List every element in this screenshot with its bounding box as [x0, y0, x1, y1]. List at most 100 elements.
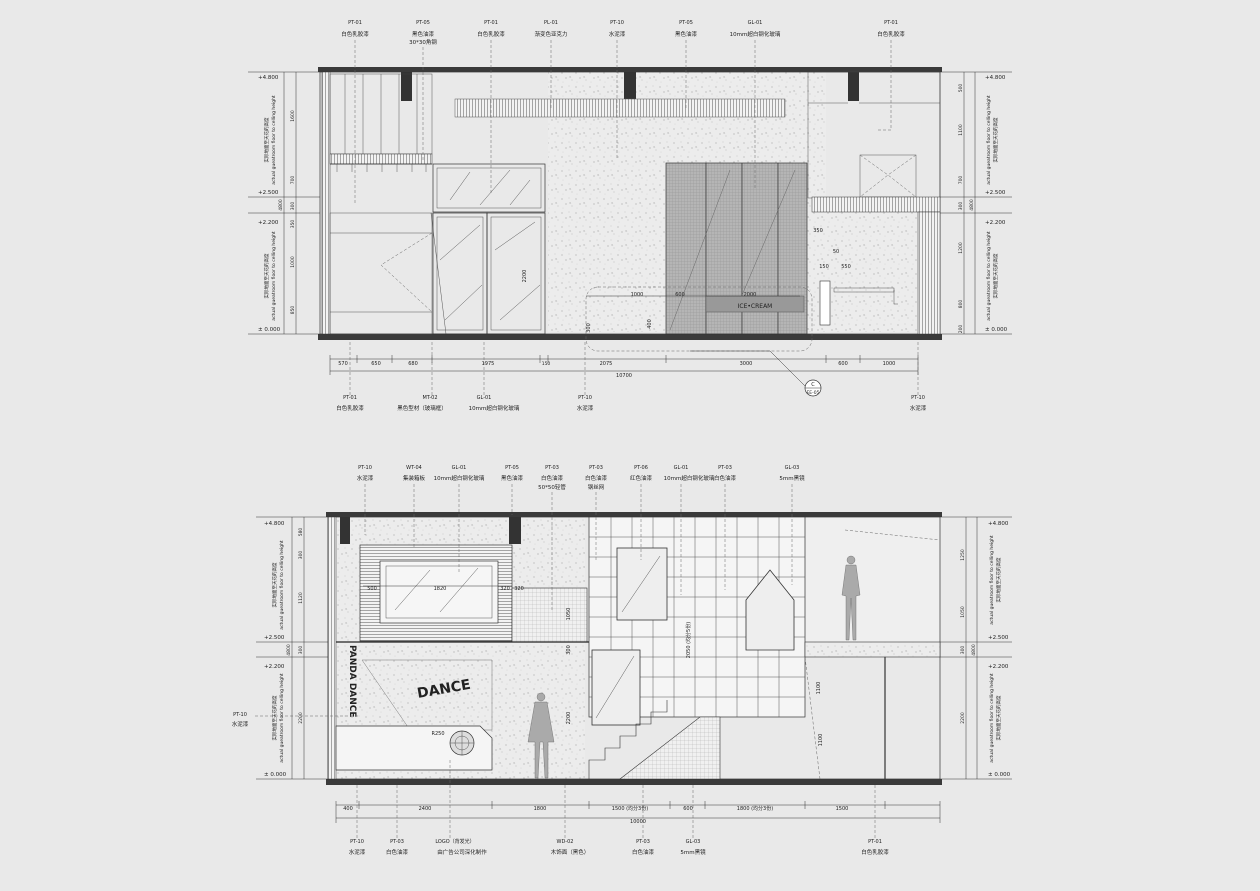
svg-text:PT-05: PT-05	[679, 20, 693, 26]
svg-text:水泥漆: 水泥漆	[910, 404, 927, 412]
top-inner-dimensions: 1000 600 2000 2200 350 50 550 150 400 30…	[522, 228, 851, 333]
bottom-elevation: DANCE PANDA DANCE	[232, 465, 1012, 856]
svg-text:1100: 1100	[816, 682, 822, 695]
svg-text:320: 320	[500, 586, 510, 592]
svg-text:+2.500: +2.500	[264, 635, 285, 641]
svg-text:集装箱板: 集装箱板	[403, 474, 426, 482]
svg-text:± 0.000: ± 0.000	[985, 327, 1008, 333]
svg-text:+2.500: +2.500	[258, 190, 279, 196]
svg-text:1050: 1050	[566, 608, 572, 621]
svg-text:PT-01: PT-01	[484, 20, 498, 26]
acrylic-strip	[454, 98, 786, 118]
svg-text:水泥漆: 水泥漆	[609, 30, 626, 38]
svg-text:由广告公司深化制作: 由广告公司深化制作	[437, 848, 487, 856]
svg-text:2200: 2200	[566, 712, 572, 725]
svg-text:+4.800: +4.800	[264, 521, 285, 527]
bottom-horizontal-dimensions: 400 2400 1800 1500 (均分3份) 600 1800 (均分3份…	[335, 801, 941, 825]
top-elevation: ICE•CREAM 570 650 680 1975 150 2075 3000	[248, 20, 1012, 412]
svg-text:± 0.000: ± 0.000	[988, 772, 1011, 778]
svg-text:actual gueatroom floor to cell: actual gueatroom floor to celling height	[271, 95, 277, 185]
svg-text:1000: 1000	[290, 256, 296, 268]
svg-text:50*50轻管: 50*50轻管	[538, 483, 566, 491]
svg-text:黑色油漆: 黑色油漆	[412, 30, 435, 38]
svg-text:2200: 2200	[298, 712, 304, 724]
svg-text:GL-01: GL-01	[477, 395, 492, 401]
svg-text:PT-05: PT-05	[416, 20, 430, 26]
svg-text:300: 300	[586, 323, 592, 333]
svg-text:水泥漆: 水泥漆	[349, 848, 366, 856]
svg-text:实际地面至天花的高度: 实际地面至天花的高度	[263, 117, 270, 162]
svg-text:± 0.000: ± 0.000	[264, 772, 287, 778]
svg-text:PT-01: PT-01	[884, 20, 898, 26]
svg-text:实际地面至天花的高度: 实际地面至天花的高度	[995, 557, 1002, 602]
bottom-inner-dimensions: 500 1820 320 320 1050 2050 (均分5份) 1100 1…	[367, 586, 824, 746]
svg-text:渐变色亚克力: 渐变色亚克力	[534, 30, 567, 38]
svg-text:1800: 1800	[534, 806, 547, 812]
svg-text:水泥漆: 水泥漆	[577, 404, 594, 412]
svg-text:30*30角钢: 30*30角钢	[409, 38, 437, 46]
svg-text:GL-01: GL-01	[674, 465, 689, 471]
svg-text:2200: 2200	[522, 270, 528, 283]
svg-text:400: 400	[343, 806, 353, 812]
svg-text:+2.200: +2.200	[985, 220, 1006, 226]
svg-text:1050: 1050	[960, 606, 966, 618]
svg-text:1600: 1600	[290, 110, 296, 122]
svg-text:PT-05: PT-05	[505, 465, 519, 471]
svg-text:PT-10: PT-10	[911, 395, 925, 401]
svg-text:4800: 4800	[286, 644, 292, 656]
svg-text:300: 300	[298, 551, 304, 560]
svg-text:550: 550	[841, 264, 851, 270]
svg-text:白色乳胶漆: 白色乳胶漆	[861, 848, 889, 856]
svg-text:白色油漆: 白色油漆	[386, 848, 409, 856]
section-callout: C EE-05	[690, 350, 822, 397]
bottom-levels-right: +4.800 +2.500 +2.200 ± 0.000 1250 1050 3…	[940, 516, 1012, 780]
svg-text:PT-10: PT-10	[358, 465, 372, 471]
svg-text:850: 850	[290, 306, 296, 315]
svg-text:± 0.000: ± 0.000	[258, 327, 281, 333]
svg-text:GL-01: GL-01	[452, 465, 467, 471]
svg-text:600: 600	[683, 806, 693, 812]
svg-text:1500: 1500	[836, 806, 849, 812]
svg-text:实际地面至天花的高度: 实际地面至天花的高度	[992, 117, 999, 162]
svg-text:PT-10: PT-10	[233, 712, 247, 718]
svg-text:黑色型材（玻璃框）: 黑色型材（玻璃框）	[397, 404, 447, 412]
svg-text:PT-03: PT-03	[589, 465, 603, 471]
svg-text:actual gueatroom floor to cell: actual gueatroom floor to celling height	[989, 673, 995, 763]
svg-text:580: 580	[298, 528, 304, 537]
svg-text:水泥漆: 水泥漆	[357, 474, 374, 482]
svg-text:白色油漆: 白色油漆	[632, 848, 655, 856]
svg-text:GL-03: GL-03	[686, 839, 701, 845]
hdim: 150	[542, 361, 551, 367]
human-figure	[527, 555, 861, 779]
shelving-grid	[588, 516, 806, 780]
svg-text:ICE•CREAM: ICE•CREAM	[738, 303, 773, 310]
hdim: 650	[371, 361, 381, 367]
svg-text:700: 700	[290, 176, 296, 185]
svg-text:50: 50	[833, 249, 839, 255]
svg-text:+4.800: +4.800	[988, 521, 1009, 527]
svg-text:白色油漆: 白色油漆	[585, 474, 608, 482]
svg-text:actual gueatroom floor to cell: actual gueatroom floor to celling height	[986, 95, 992, 185]
svg-text:actual gueatroom floor to cell: actual gueatroom floor to celling height	[986, 231, 992, 321]
bottom-levels-left: +4.800 +2.500 +2.200 ± 0.000 580 300 112…	[256, 516, 328, 780]
svg-text:实际地面至天花的高度: 实际地面至天花的高度	[992, 253, 999, 298]
svg-text:10000: 10000	[630, 819, 646, 825]
